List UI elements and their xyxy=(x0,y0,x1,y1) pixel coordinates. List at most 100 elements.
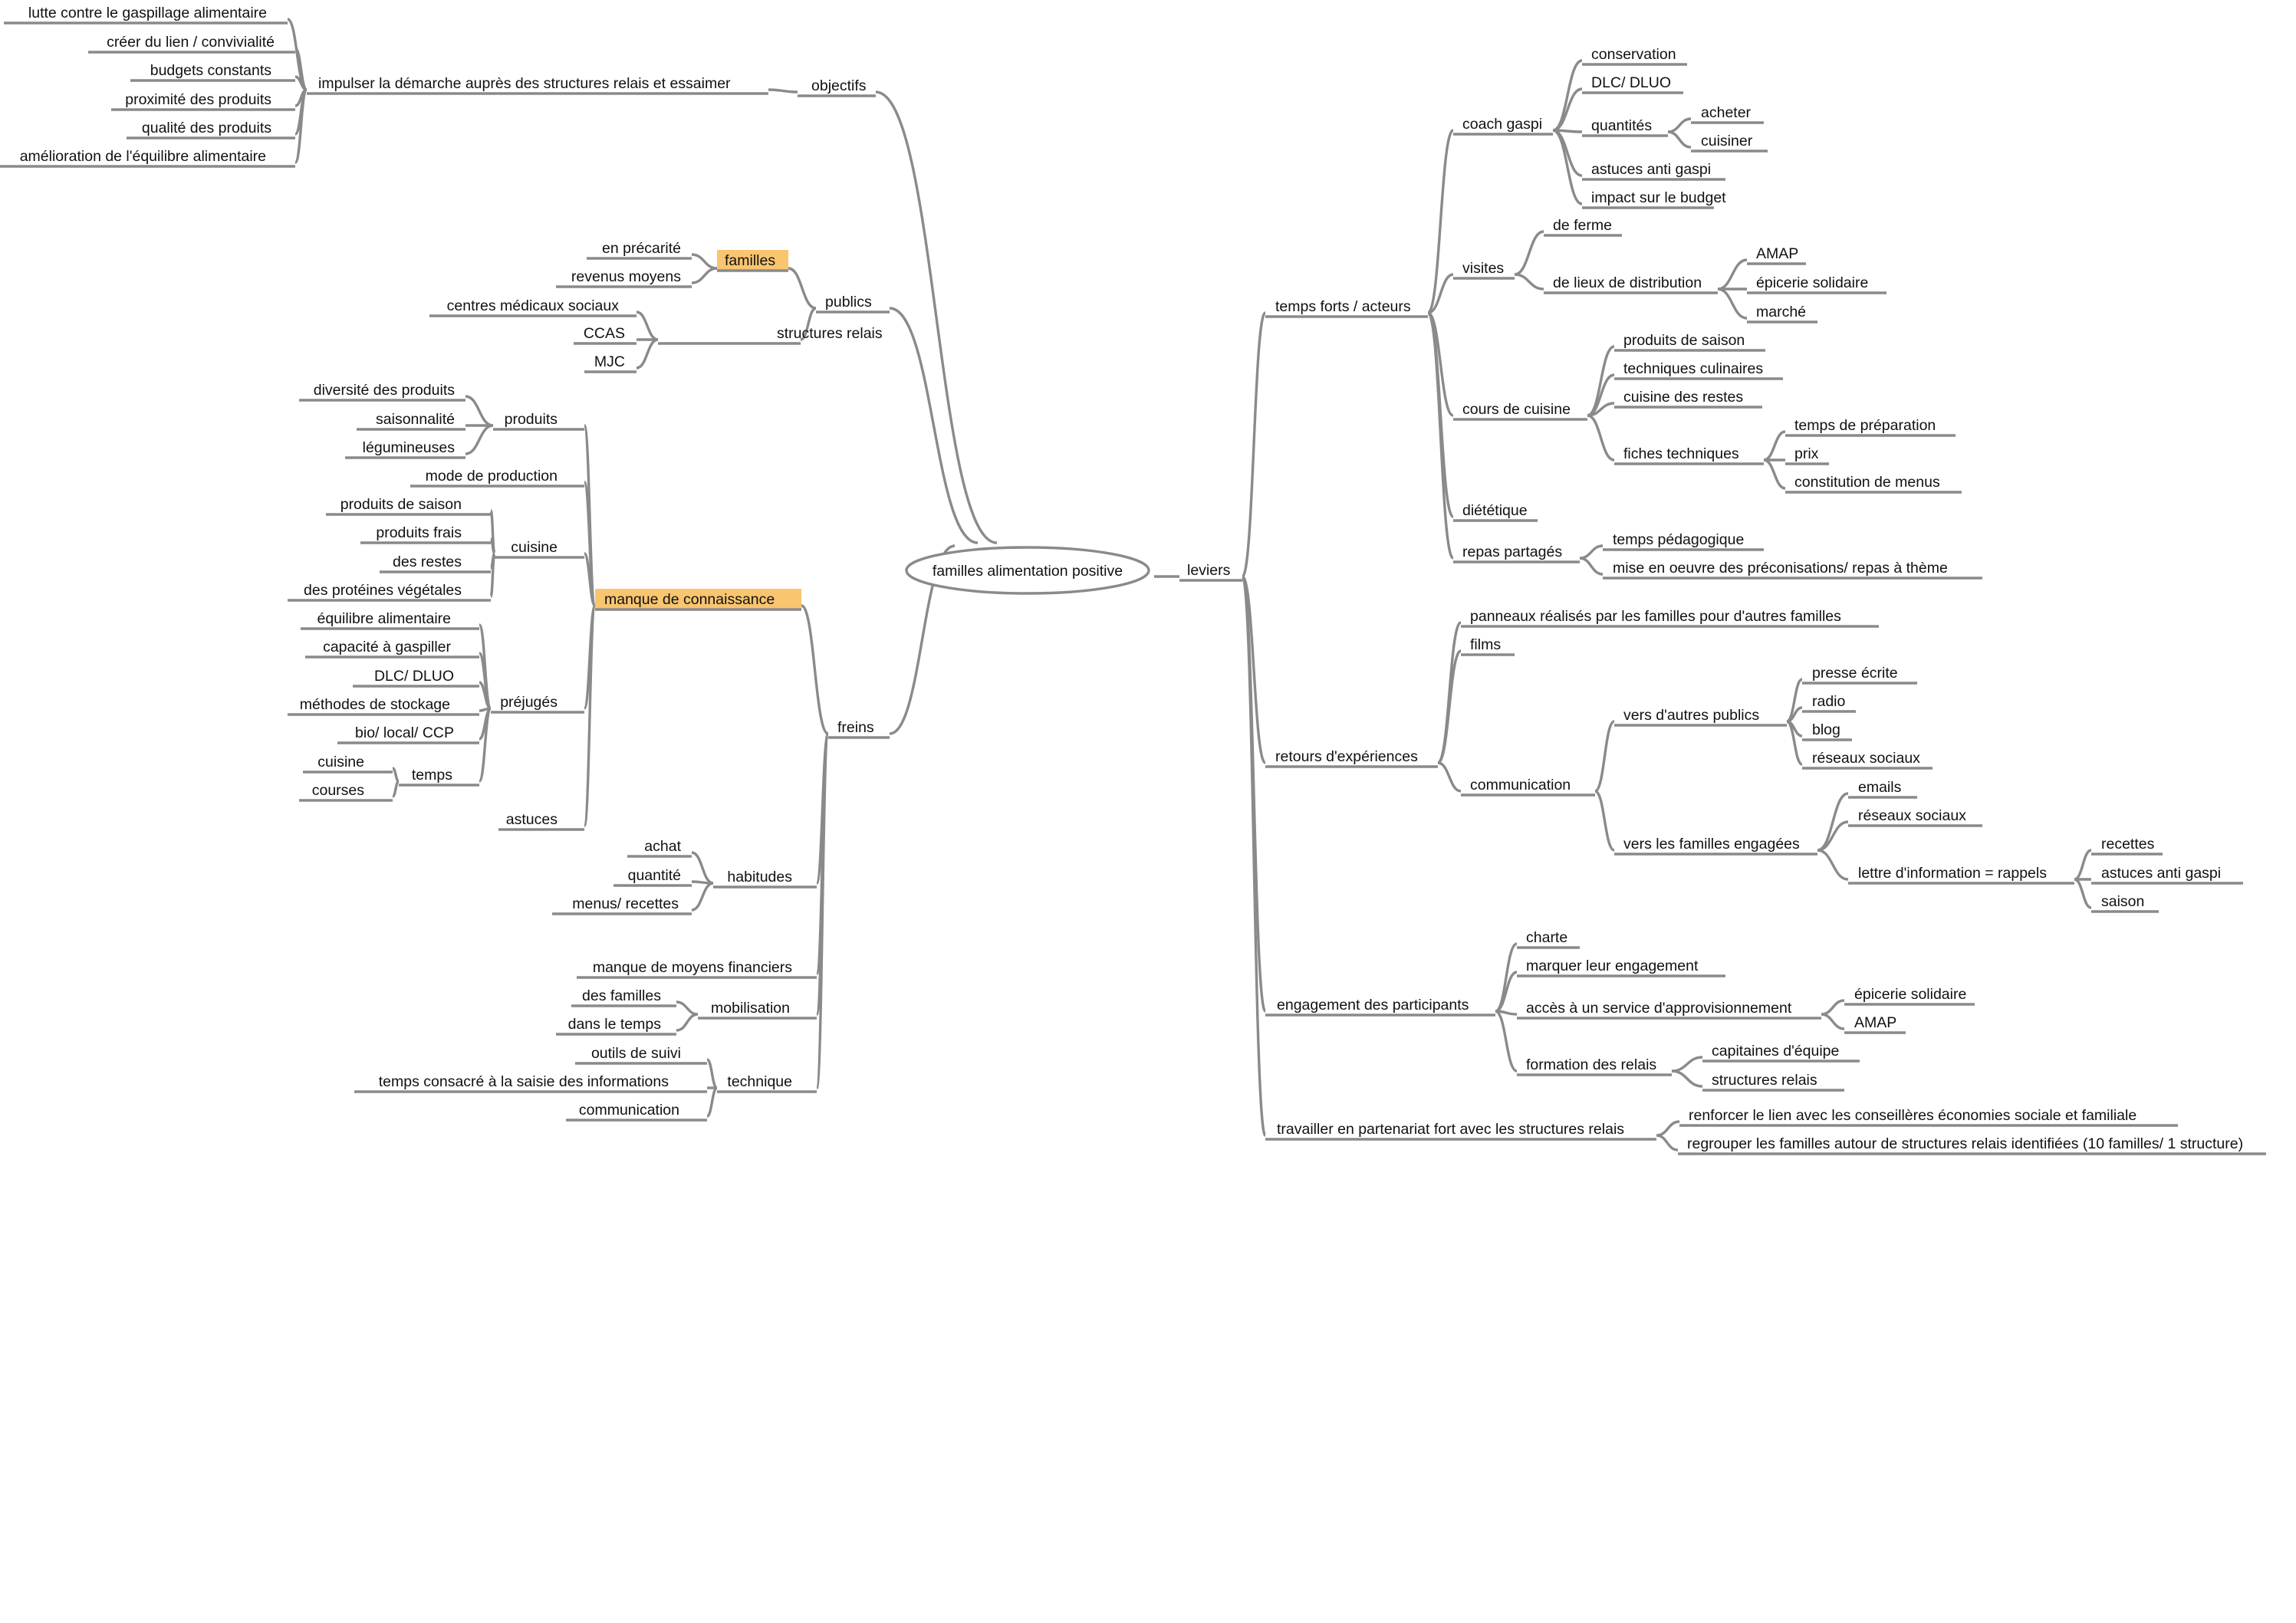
topic-menus[interactable]: menus/ recettes xyxy=(552,895,692,915)
topic-habitudes[interactable]: habitudes xyxy=(713,869,817,889)
topic-communication[interactable]: communication xyxy=(1461,777,1595,797)
topic-blog[interactable]: blog xyxy=(1802,721,1852,741)
topic-mode[interactable]: mode de production xyxy=(410,468,584,488)
topic-pds-f[interactable]: produits de saison xyxy=(326,496,491,516)
topic-saisonnalite[interactable]: saisonnalité xyxy=(357,411,465,431)
topic-cuisine-restes[interactable]: cuisine des restes xyxy=(1614,389,1762,409)
topic-moyens[interactable]: manque de moyens financiers xyxy=(577,959,817,979)
topic-lien[interactable]: créer du lien / convivialité xyxy=(88,34,295,54)
topic-restes-f[interactable]: des restes xyxy=(380,554,491,573)
topic-menus-c[interactable]: constitution de menus xyxy=(1785,474,1962,494)
topic-radio[interactable]: radio xyxy=(1802,693,1856,713)
topic-cours[interactable]: cours de cuisine xyxy=(1453,401,1587,421)
topic-technique[interactable]: technique xyxy=(717,1073,817,1093)
topic-tempsforts[interactable]: temps forts / acteurs xyxy=(1265,298,1428,318)
topic-lieux[interactable]: de lieux de distribution xyxy=(1544,274,1718,294)
topic-regrouper[interactable]: regrouper les familles autour de structu… xyxy=(1678,1135,2266,1155)
topic-proximite[interactable]: proximité des produits xyxy=(111,91,295,111)
topic-recettes[interactable]: recettes xyxy=(2091,836,2163,856)
topic-centres[interactable]: centres médicaux sociaux xyxy=(429,297,636,317)
topic-saisie[interactable]: temps consacré à la saisie des informati… xyxy=(354,1073,707,1093)
topic-quantite[interactable]: quantité xyxy=(613,867,692,887)
topic-gaspillage[interactable]: lutte contre le gaspillage alimentaire xyxy=(4,5,288,25)
topic-diversite[interactable]: diversité des produits xyxy=(299,382,465,402)
topic-panneaux[interactable]: panneaux réalisés par les familles pour … xyxy=(1461,608,1879,628)
topic-formation[interactable]: formation des relais xyxy=(1517,1056,1672,1076)
topic-produits[interactable]: produits xyxy=(493,411,584,431)
topic-cuisine-t[interactable]: cuisine xyxy=(303,754,393,774)
topic-ferme[interactable]: de ferme xyxy=(1544,217,1622,237)
topic-emails[interactable]: emails xyxy=(1848,779,1917,799)
topic-capitaines[interactable]: capitaines d'équipe xyxy=(1702,1043,1860,1063)
topic-preco[interactable]: mise en oeuvre des préconisations/ repas… xyxy=(1603,560,1982,580)
topic-partenariat[interactable]: travailler en partenariat fort avec les … xyxy=(1265,1121,1656,1141)
topic-dlc-l[interactable]: DLC/ DLUO xyxy=(1582,74,1683,94)
topic-publics[interactable]: publics xyxy=(816,294,890,314)
topic-acheter[interactable]: acheter xyxy=(1691,104,1764,124)
topic-prix[interactable]: prix xyxy=(1785,445,1829,465)
topic-techniques[interactable]: techniques culinaires xyxy=(1614,360,1783,380)
topic-marche[interactable]: marché xyxy=(1747,304,1817,324)
topic-impulser[interactable]: impulser la démarche auprès des structur… xyxy=(307,75,768,95)
topic-qualite[interactable]: qualité des produits xyxy=(127,120,295,140)
topic-legumineuses[interactable]: légumineuses xyxy=(345,439,465,459)
topic-precarite[interactable]: en précarité xyxy=(587,240,692,260)
topic-saison[interactable]: saison xyxy=(2091,893,2159,913)
topic-dietetique[interactable]: diététique xyxy=(1453,502,1538,522)
topic-visites[interactable]: visites xyxy=(1453,260,1515,280)
topic-lettre[interactable]: lettre d'information = rappels xyxy=(1848,865,2074,885)
topic-charte[interactable]: charte xyxy=(1517,929,1580,949)
topic-familles[interactable]: familles xyxy=(717,250,788,272)
topic-fiches[interactable]: fiches techniques xyxy=(1614,445,1764,465)
topic-epicerie-v[interactable]: épicerie solidaire xyxy=(1747,274,1886,294)
topic-mobilisation[interactable]: mobilisation xyxy=(698,1000,817,1020)
topic-reseaux-2[interactable]: réseaux sociaux xyxy=(1848,807,1982,827)
topic-cuisiner[interactable]: cuisiner xyxy=(1691,133,1768,153)
topic-bio[interactable]: bio/ local/ CCP xyxy=(337,724,479,744)
topic-epicerie-a[interactable]: épicerie solidaire xyxy=(1844,986,1975,1006)
topic-danstemps[interactable]: dans le temps xyxy=(556,1016,676,1036)
topic-manque[interactable]: manque de connaissance xyxy=(595,589,801,611)
topic-leviers[interactable]: leviers xyxy=(1179,562,1242,582)
topic-equilibre-f[interactable]: équilibre alimentaire xyxy=(301,610,479,630)
topic-astuces-c[interactable]: astuces anti gaspi xyxy=(1582,161,1725,181)
topic-acces[interactable]: accès à un service d'approvisionnement xyxy=(1517,1000,1821,1020)
topic-cuisine-f[interactable]: cuisine xyxy=(495,539,584,559)
topic-pds-c[interactable]: produits de saison xyxy=(1614,332,1765,352)
topic-stockage[interactable]: méthodes de stockage xyxy=(288,696,479,716)
topic-amap-v[interactable]: AMAP xyxy=(1747,245,1806,265)
topic-astuces-f[interactable]: astuces xyxy=(498,811,584,831)
topic-objectifs[interactable]: objectifs xyxy=(798,77,876,97)
topic-conservation[interactable]: conservation xyxy=(1582,46,1687,66)
root-node[interactable]: familles alimentation positive xyxy=(905,546,1150,595)
topic-outils[interactable]: outils de suivi xyxy=(575,1045,707,1065)
topic-freins[interactable]: freins xyxy=(828,719,890,739)
topic-reseaux-1[interactable]: réseaux sociaux xyxy=(1802,750,1933,770)
topic-presse[interactable]: presse écrite xyxy=(1802,665,1917,685)
topic-budgets[interactable]: budgets constants xyxy=(130,62,295,82)
topic-equilibre-obj[interactable]: amélioration de l'équilibre alimentaire xyxy=(0,148,295,168)
topic-dlc-f[interactable]: DLC/ DLUO xyxy=(353,668,479,688)
topic-impact[interactable]: impact sur le budget xyxy=(1582,189,1726,209)
topic-frais[interactable]: produits frais xyxy=(360,524,491,544)
topic-engagees[interactable]: vers les familles engagées xyxy=(1614,836,1817,856)
topic-prejuges[interactable]: préjugés xyxy=(491,694,584,714)
topic-renforcer[interactable]: renforcer le lien avec les conseillères … xyxy=(1679,1107,2178,1127)
topic-capacite[interactable]: capacité à gaspiller xyxy=(305,639,479,659)
topic-revenus[interactable]: revenus moyens xyxy=(556,268,692,288)
topic-marquer[interactable]: marquer leur engagement xyxy=(1517,958,1725,977)
topic-proteines[interactable]: des protéines végétales xyxy=(288,582,491,602)
topic-films[interactable]: films xyxy=(1461,636,1515,656)
topic-repas[interactable]: repas partagés xyxy=(1453,544,1580,563)
topic-courses[interactable]: courses xyxy=(299,782,393,802)
topic-autres-publics[interactable]: vers d'autres publics xyxy=(1614,707,1787,727)
topic-amap-a[interactable]: AMAP xyxy=(1844,1014,1906,1034)
topic-pedago[interactable]: temps pédagogique xyxy=(1603,531,1764,551)
topic-quantites[interactable]: quantités xyxy=(1582,117,1668,137)
topic-astuces-l[interactable]: astuces anti gaspi xyxy=(2091,865,2243,885)
topic-structures-r[interactable]: structures relais xyxy=(1702,1072,1844,1092)
topic-temps-f[interactable]: temps xyxy=(399,767,479,787)
topic-temps-prep[interactable]: temps de préparation xyxy=(1785,417,1956,437)
topic-desfamilles[interactable]: des familles xyxy=(571,987,676,1007)
topic-achat[interactable]: achat xyxy=(627,838,692,858)
